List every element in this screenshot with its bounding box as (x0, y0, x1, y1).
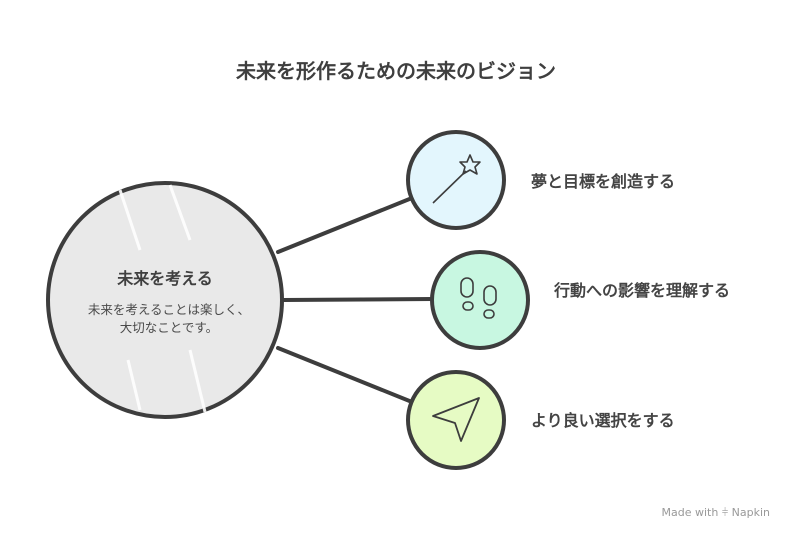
branch-node-2 (430, 250, 530, 350)
footprints-icon (460, 277, 497, 319)
napkin-brand-text: Napkin (731, 506, 770, 519)
center-node-title: 未来を考える (117, 269, 213, 288)
branch-label-3: より良い選択をする (531, 411, 675, 430)
branch-node-1 (406, 130, 506, 230)
center-node (46, 181, 284, 419)
branch-label-2: 行動への影響を理解する (554, 281, 731, 300)
magic-wand-icon (432, 154, 481, 204)
branch-node-3 (406, 370, 506, 470)
connector-3 (276, 346, 414, 404)
made-with-text: Made with (661, 506, 719, 519)
connector-1 (276, 196, 414, 254)
connector-2 (281, 297, 435, 302)
made-with-napkin-badge[interactable]: Made with ⫩ Napkin (661, 506, 770, 520)
napkin-logo-icon: ⫩ (721, 506, 729, 519)
branch-label-1: 夢と目標を創造する (531, 172, 676, 191)
center-node-description: 未来を考えることは楽しく、大切なことです。 (87, 302, 251, 335)
navigation-arrow-icon (432, 397, 480, 442)
diagram-title: 未来を形作るための未来のビジョン (236, 59, 556, 83)
